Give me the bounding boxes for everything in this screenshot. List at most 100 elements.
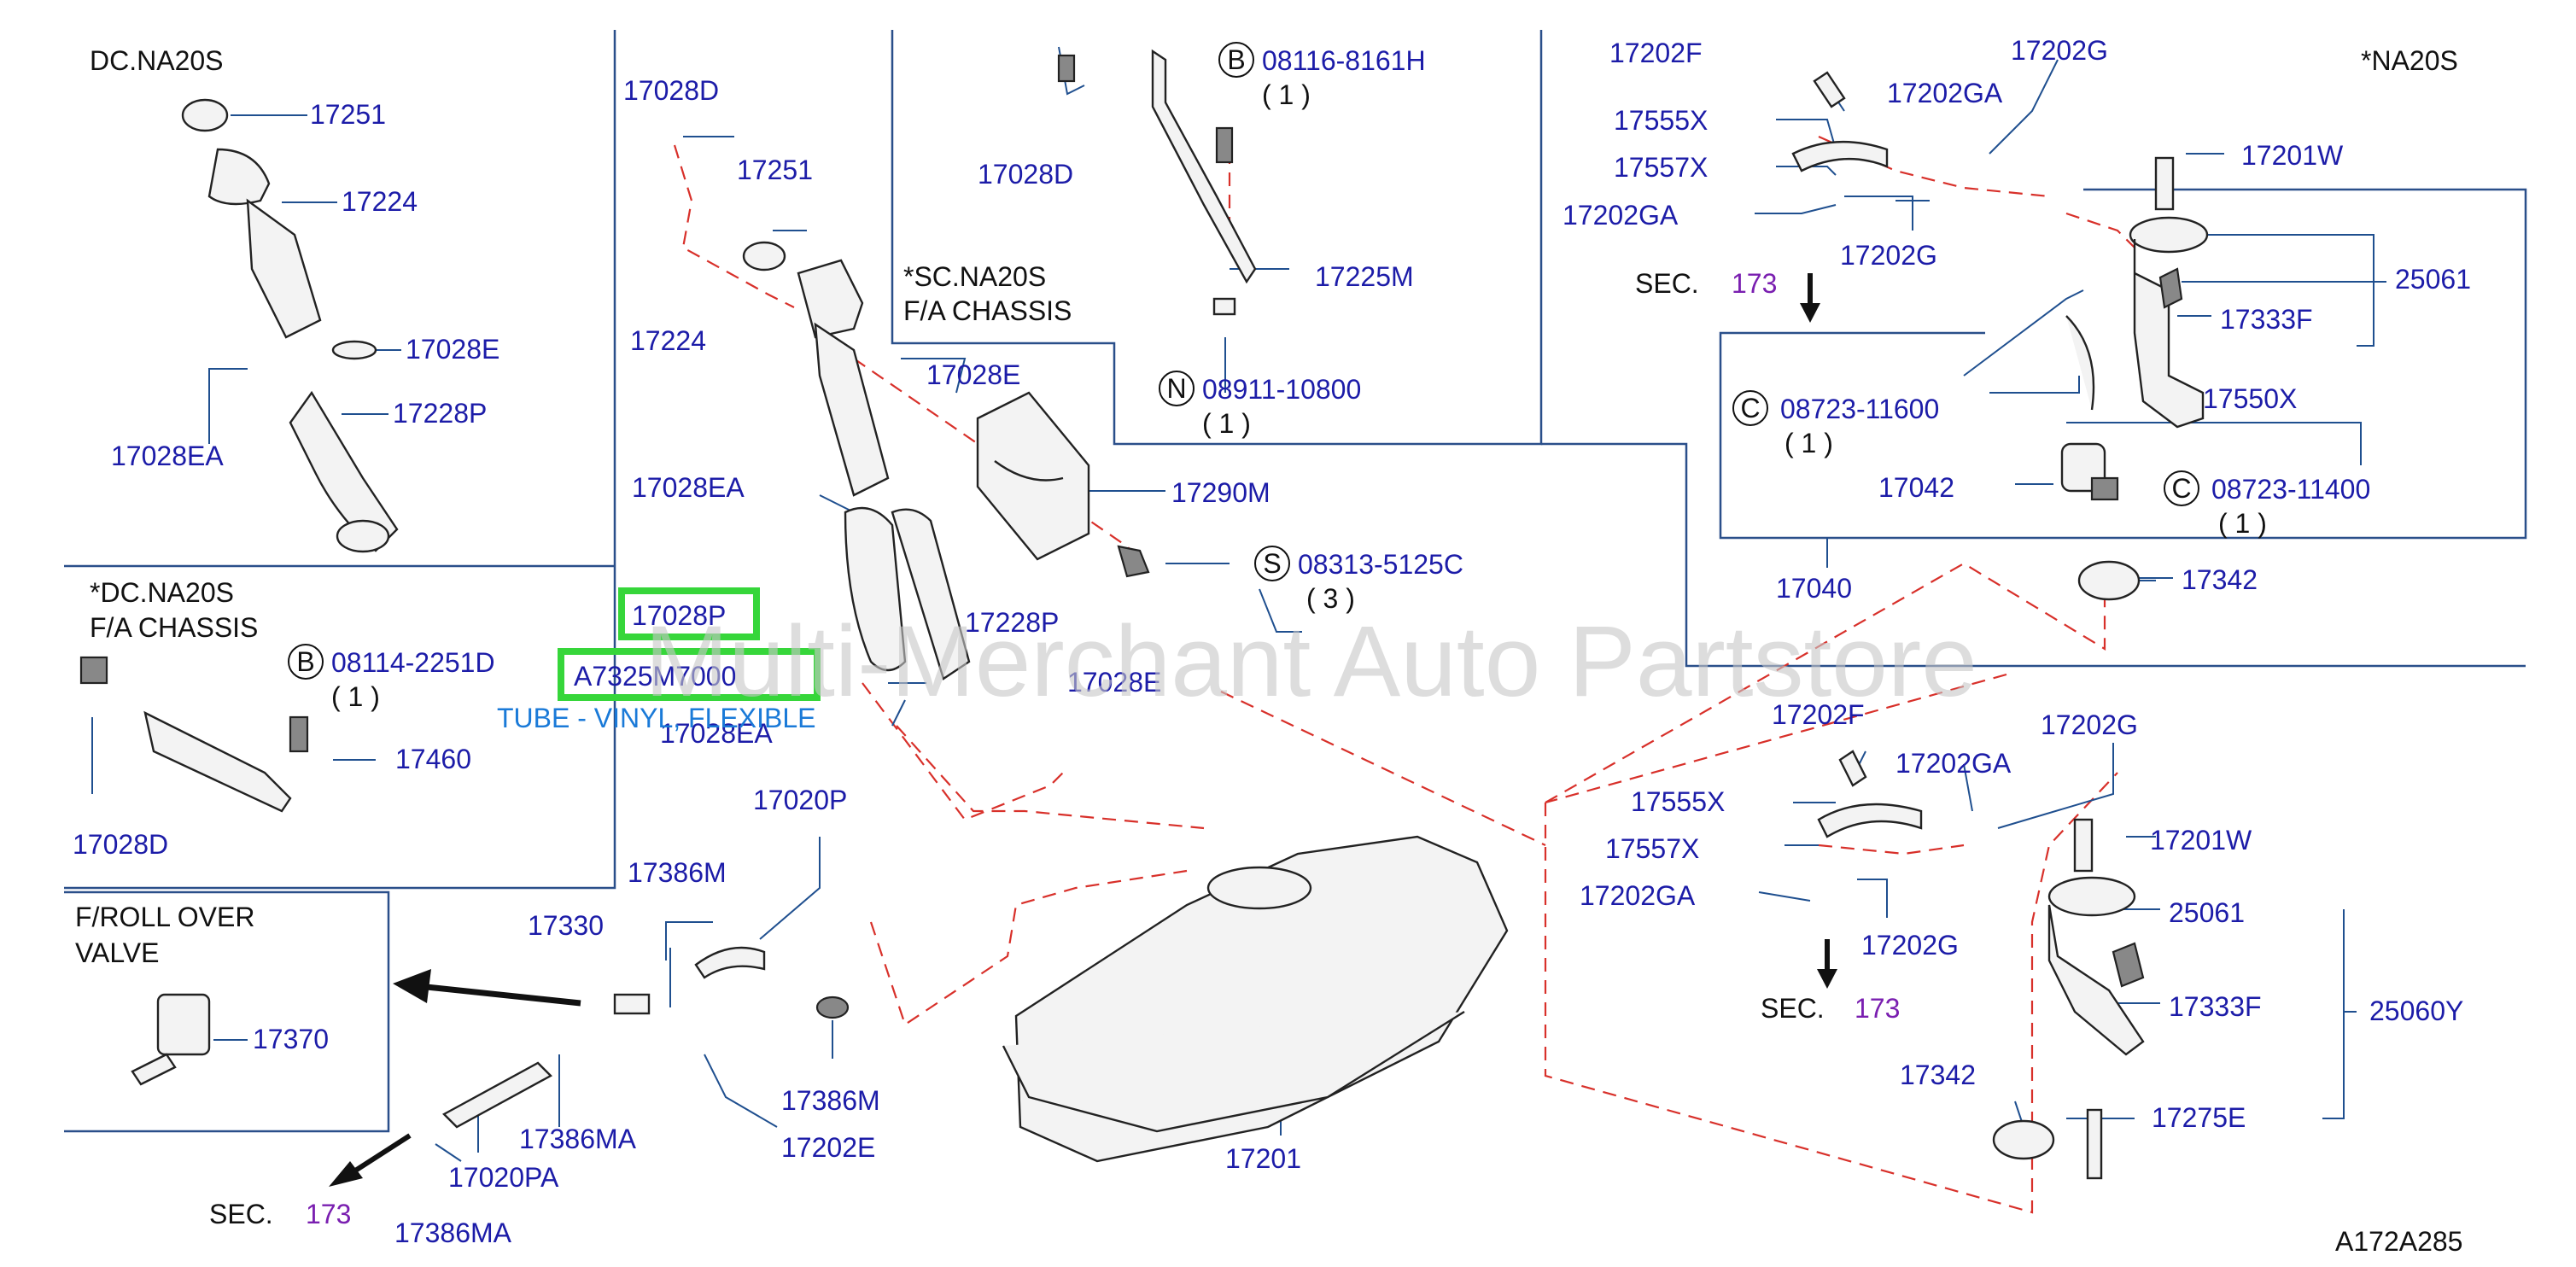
part-label[interactable]: 17202GA [1895, 748, 2012, 779]
part-sender-unit-25061a [2129, 156, 2209, 429]
sec-reference-3[interactable]: SEC. 173 [209, 1199, 351, 1229]
part-label[interactable]: 17028E [1067, 667, 1161, 698]
part-label[interactable]: 17386M [781, 1085, 880, 1116]
part-filler-neck-b [742, 241, 971, 680]
part-label[interactable]: 17333F [2169, 991, 2262, 1022]
part-label[interactable]: 17251 [310, 99, 386, 130]
part-label[interactable]: 17201 [1225, 1143, 1301, 1174]
header-na20s: *NA20S [2361, 45, 2458, 76]
part-label[interactable]: 17028EA [632, 472, 745, 503]
part-label[interactable]: 17028E [406, 334, 499, 365]
callout-b2-part[interactable]: 08114-2251D [331, 647, 495, 678]
part-label[interactable]: 17028E [926, 359, 1020, 390]
part-label[interactable]: 17020P [753, 785, 847, 815]
callout-c2-part[interactable]: 08723-11400 [2211, 474, 2370, 505]
part-seal-17342a [2077, 560, 2141, 601]
callout-b1-qty: ( 1 ) [1262, 79, 1311, 110]
callout-n1-part[interactable]: 08911-10800 [1202, 374, 1361, 405]
part-label[interactable]: 17202G [2041, 709, 2138, 740]
highlight-oem-box [558, 648, 821, 701]
callout-b1-part[interactable]: 08116-8161H [1262, 45, 1426, 76]
part-label[interactable]: 17251 [737, 155, 813, 185]
part-label[interactable]: 17201W [2150, 825, 2252, 855]
header-dc-na20s: DC.NA20S [90, 45, 224, 76]
callout-c1: C 08723-11600 ( 1 ) [1732, 390, 1939, 458]
direction-arrows [329, 273, 1837, 1187]
part-label[interactable]: 17040 [1776, 573, 1852, 604]
sec-number[interactable]: 173 [1855, 993, 1900, 1024]
leader-lines [91, 46, 2386, 1162]
part-label[interactable]: 17342 [1900, 1060, 1976, 1090]
part-heat-shield-17290m [976, 391, 1090, 561]
callout-s1-part[interactable]: 08313-5125C [1298, 549, 1463, 580]
part-label[interactable]: 17386M [628, 857, 727, 888]
section-frames [64, 30, 2527, 1133]
callout-s1-qty: ( 3 ) [1306, 583, 1355, 614]
part-label[interactable]: 17460 [395, 744, 471, 774]
part-label[interactable]: 17028D [623, 75, 719, 106]
part-label[interactable]: 17550X [2203, 383, 2297, 414]
part-label[interactable]: 17225M [1315, 261, 1414, 292]
callout-n1-qty: ( 1 ) [1202, 408, 1251, 439]
part-label[interactable]: 17202G [2011, 35, 2108, 66]
part-label[interactable]: 17386MA [394, 1217, 512, 1248]
assembly-lines [673, 128, 2135, 1214]
header-froll-over: F/ROLL OVER [75, 902, 254, 932]
part-label[interactable]: 25061 [2395, 264, 2471, 295]
sec-reference-1[interactable]: SEC. 173 [1635, 268, 1777, 299]
part-label[interactable]: 17202F [1609, 38, 1703, 68]
sec-reference-2[interactable]: SEC. 173 [1761, 993, 1900, 1024]
part-label[interactable]: 17370 [253, 1024, 329, 1054]
diagram-code: A172A285 [2335, 1226, 2462, 1257]
part-label[interactable]: 17028D [978, 159, 1073, 190]
part-label[interactable]: 17557X [1614, 152, 1708, 183]
part-label[interactable]: 17202E [781, 1132, 875, 1163]
part-filler-cap-a [181, 98, 399, 553]
part-label[interactable]: 17028EA [111, 441, 224, 471]
sec-number[interactable]: 173 [306, 1199, 351, 1229]
part-label[interactable]: 17333F [2220, 304, 2313, 335]
part-label[interactable]: 17557X [1605, 833, 1699, 864]
part-hose-17555x-b [1817, 750, 1923, 838]
sec-number[interactable]: 173 [1732, 268, 1777, 299]
part-label[interactable]: 17028D [73, 829, 168, 860]
part-label[interactable]: 25060Y [2369, 996, 2463, 1026]
highlight-oem-number[interactable]: A7325M7000 [574, 661, 736, 692]
part-pump-17042 [2060, 315, 2119, 501]
highlight-description: TUBE - VINYL, FLEXIBLE [497, 703, 815, 733]
part-label[interactable]: 17042 [1878, 472, 1954, 503]
part-label[interactable]: 25061 [2169, 897, 2245, 928]
callout-s1: S 08313-5125C ( 3 ) [1254, 546, 1463, 614]
part-label[interactable]: 17386MA [519, 1124, 637, 1154]
part-label[interactable]: 17202GA [1563, 200, 1679, 231]
part-label[interactable]: 17555X [1614, 105, 1708, 136]
header-dc-na20s-fa: *DC.NA20S [90, 577, 234, 608]
callout-b2: B 08114-2251D ( 1 ) [288, 644, 495, 712]
part-label[interactable]: 17202GA [1580, 880, 1696, 911]
part-label[interactable]: 17202G [1861, 930, 1959, 960]
part-label[interactable]: 17228P [965, 607, 1059, 638]
part-rollover-valve-17370 [131, 993, 211, 1086]
part-labels: 17251 17224 17028E 17228P 17028EA 17028D… [73, 35, 2471, 1248]
part-label[interactable]: 17202F [1772, 699, 1865, 730]
header-sc-na20s-chassis: F/A CHASSIS [903, 295, 1072, 326]
part-label[interactable]: 17224 [630, 325, 706, 356]
part-label[interactable]: 17555X [1631, 786, 1725, 817]
part-label[interactable]: 17275E [2152, 1102, 2246, 1133]
highlight-selection[interactable]: 17028P A7325M7000 TUBE - VINYL, FLEXIBLE [497, 587, 821, 733]
part-label[interactable]: 17224 [342, 186, 418, 217]
part-label[interactable]: 17330 [528, 910, 604, 941]
part-label[interactable]: 17028EA [660, 718, 773, 749]
part-label[interactable]: 17020PA [448, 1162, 559, 1193]
part-label[interactable]: 17201W [2241, 140, 2344, 171]
highlight-part-number[interactable]: 17028P [632, 600, 726, 631]
callout-c1-part[interactable]: 08723-11600 [1780, 394, 1939, 424]
part-bolt-08313 [1117, 545, 1150, 578]
part-label[interactable]: 17342 [2182, 564, 2258, 595]
part-hoses-evap [442, 946, 850, 1129]
part-label[interactable]: 17228P [393, 398, 487, 429]
part-label[interactable]: 17202G [1840, 240, 1937, 271]
part-label[interactable]: 17290M [1171, 477, 1270, 508]
part-label[interactable]: 17202GA [1887, 78, 2003, 108]
